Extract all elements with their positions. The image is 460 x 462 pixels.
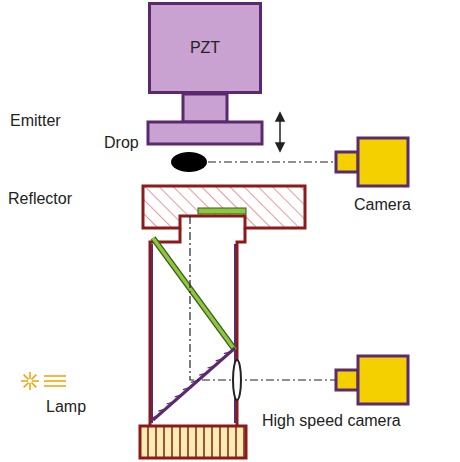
part-label: Reflector <box>8 190 72 208</box>
lens <box>233 360 241 400</box>
mirror <box>153 348 235 420</box>
motion-arrow <box>276 113 284 151</box>
reflector <box>143 186 305 228</box>
pzt-stem <box>183 94 227 122</box>
camera-lens <box>336 370 358 390</box>
part-label: Drop <box>104 134 139 152</box>
camera-body <box>358 138 408 186</box>
base <box>140 426 246 458</box>
part-label: Camera <box>354 196 411 214</box>
part-label: High speed camera <box>262 412 401 430</box>
reflector-window <box>198 208 246 214</box>
part-label: Lamp <box>46 398 86 416</box>
lamp-symbol <box>21 372 66 390</box>
pzt-box: PZT <box>148 2 262 94</box>
part-label: Emitter <box>10 112 61 130</box>
optical-path <box>208 161 336 162</box>
drop <box>171 152 207 172</box>
camera-lens <box>336 152 358 172</box>
camera-body <box>358 356 408 404</box>
tube-wall <box>151 244 153 423</box>
beam-splitter <box>153 238 235 350</box>
node-text: PZT <box>190 39 220 57</box>
emitter-plate <box>148 122 262 144</box>
beam-splitter <box>153 238 235 350</box>
optical-path <box>190 216 336 380</box>
